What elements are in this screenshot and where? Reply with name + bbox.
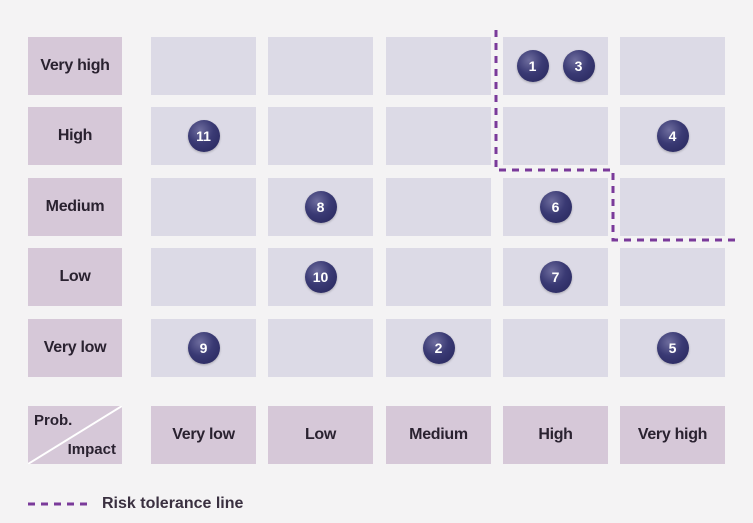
matrix-cell <box>386 248 491 306</box>
matrix-cell <box>620 248 725 306</box>
risk-marker: 1 <box>516 50 549 82</box>
matrix-cell <box>386 37 491 95</box>
matrix-cell <box>503 319 608 377</box>
impact-axis-label: Impact <box>67 441 116 458</box>
matrix-cell <box>268 37 373 95</box>
risk-marker: 6 <box>539 191 572 223</box>
matrix-cell <box>620 37 725 95</box>
risk-marker: 4 <box>656 120 689 152</box>
risk-marker: 8 <box>304 191 337 223</box>
matrix-cell <box>620 178 725 236</box>
probability-label: Low <box>28 248 122 306</box>
matrix-cell <box>386 178 491 236</box>
impact-label: Medium <box>386 406 491 464</box>
probability-label: High <box>28 107 122 165</box>
probability-label: Very low <box>28 319 122 377</box>
matrix-cell <box>151 37 256 95</box>
risk-marker: 9 <box>187 332 220 364</box>
impact-label: Low <box>268 406 373 464</box>
matrix-cell <box>151 248 256 306</box>
probability-label: Medium <box>28 178 122 236</box>
corner-diagonal <box>28 406 122 464</box>
risk-marker: 2 <box>422 332 455 364</box>
impact-label: High <box>503 406 608 464</box>
matrix-cell <box>386 107 491 165</box>
legend-label: Risk tolerance line <box>102 495 244 512</box>
legend-dashed-line-icon <box>28 502 90 506</box>
risk-marker: 11 <box>187 120 220 152</box>
impact-label: Very low <box>151 406 256 464</box>
axis-corner-label: Prob. Impact <box>28 406 122 464</box>
impact-label: Very high <box>620 406 725 464</box>
risk-marker: 3 <box>562 50 595 82</box>
matrix-cell <box>503 107 608 165</box>
risk-marker: 10 <box>304 261 337 293</box>
matrix-cell <box>268 107 373 165</box>
risk-marker: 7 <box>539 261 572 293</box>
matrix-cell <box>151 178 256 236</box>
probability-axis-label: Prob. <box>34 412 73 429</box>
legend: Risk tolerance line <box>28 495 243 513</box>
probability-label: Very high <box>28 37 122 95</box>
matrix-cell <box>268 319 373 377</box>
risk-marker: 5 <box>656 332 689 364</box>
